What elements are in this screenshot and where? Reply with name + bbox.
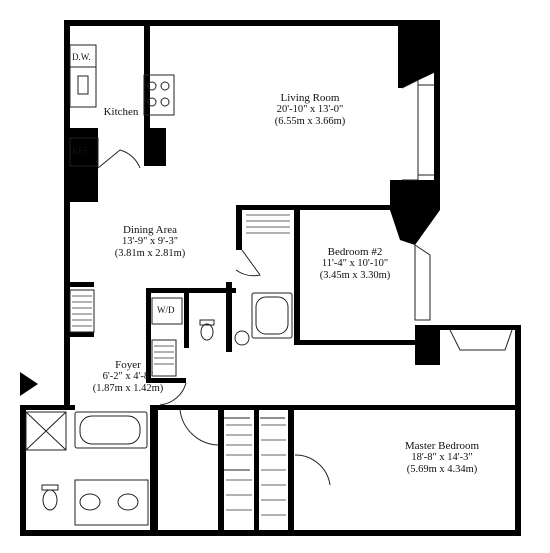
dining-area-label: Dining Area 13'-9" x 9'-3" (3.81m x 2.81… xyxy=(100,224,200,260)
bedroom-2-label: Bedroom #2 11'-4" x 10'-10" (3.45m x 3.3… xyxy=(300,246,410,282)
kitchen-label: Kitchen xyxy=(98,106,144,118)
walls xyxy=(20,20,521,536)
kitchen-name: Kitchen xyxy=(103,106,139,118)
dining-area-dim-imperial: 13'-9" x 9'-3" xyxy=(121,236,179,247)
foyer-name: Foyer xyxy=(115,359,141,371)
foyer-dim-imperial: 6'-2" x 4'-8" xyxy=(102,371,154,382)
foyer-label: Foyer 6'-2" x 4'-8" (1.87m x 1.42m) xyxy=(88,359,168,395)
living-room-dim-imperial: 20'-10" x 13'-0" xyxy=(276,104,344,115)
dining-area-name: Dining Area xyxy=(122,224,178,236)
bedroom-2-dim-metric: (3.45m x 3.30m) xyxy=(319,270,391,281)
master-bedroom-dim-metric: (5.69m x 4.34m) xyxy=(406,464,478,475)
dishwasher-label: D.W. xyxy=(72,52,91,62)
master-bedroom-dim-imperial: 18'-8" x 14'-3" xyxy=(411,452,473,463)
refrigerator-label: REF. xyxy=(72,146,91,156)
bedroom-2-dim-imperial: 11'-4" x 10'-10" xyxy=(321,258,389,269)
foyer-dim-metric: (1.87m x 1.42m) xyxy=(92,383,164,394)
living-room-dim-metric: (6.55m x 3.66m) xyxy=(274,116,346,127)
closet-slats xyxy=(72,214,290,516)
washer-dryer-label: W/D xyxy=(157,305,175,315)
living-room-name: Living Room xyxy=(280,92,340,104)
entry-arrow-icon xyxy=(20,372,38,396)
dining-area-dim-metric: (3.81m x 2.81m) xyxy=(114,248,186,259)
living-room-label: Living Room 20'-10" x 13'-0" (6.55m x 3.… xyxy=(255,92,365,128)
master-bedroom-label: Master Bedroom 18'-8" x 14'-3" (5.69m x … xyxy=(382,440,502,476)
master-bedroom-name: Master Bedroom xyxy=(404,440,480,452)
bedroom-2-name: Bedroom #2 xyxy=(327,246,383,258)
fixtures-lines xyxy=(25,44,513,526)
